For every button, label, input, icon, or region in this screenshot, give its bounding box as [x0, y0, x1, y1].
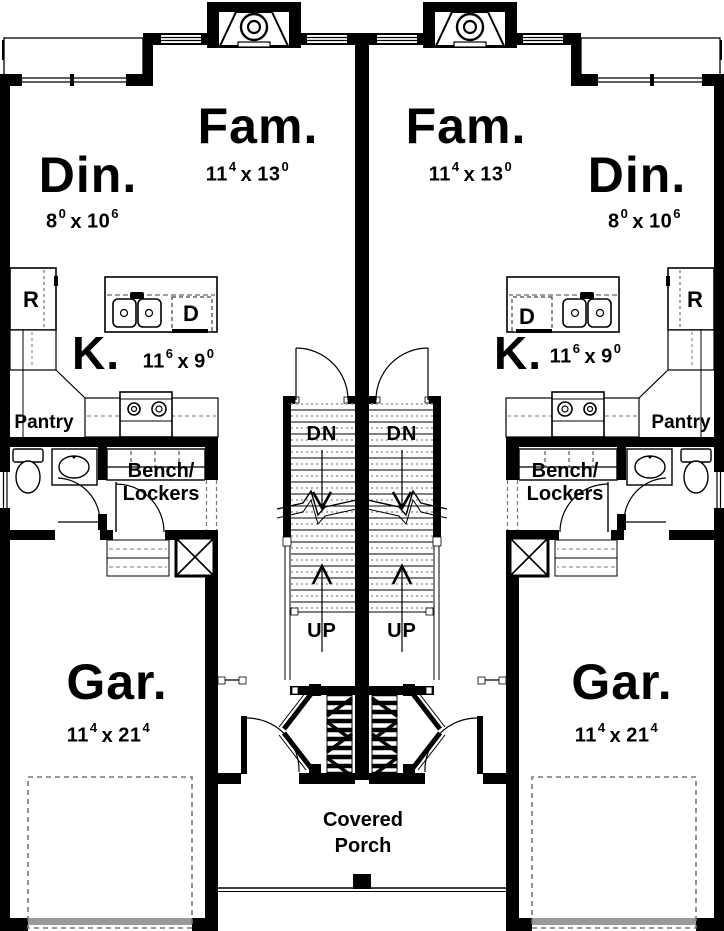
- room-label-family-right: Fam.: [405, 98, 527, 154]
- stair-dn-label-right: DN: [386, 423, 418, 445]
- room-label-dining-right: Din.: [587, 147, 687, 203]
- refrigerator-label-right: R: [687, 287, 703, 312]
- stair-up-label-right: UP: [387, 620, 417, 642]
- stair-dn-label-left: DN: [306, 423, 338, 445]
- stair-up-label-left: UP: [307, 620, 337, 642]
- room-label-garage-left: Gar.: [66, 654, 168, 710]
- room-label-family-left: Fam.: [197, 98, 319, 154]
- pantry-label-left: Pantry: [14, 412, 74, 433]
- porch-post: [353, 874, 371, 889]
- dishwasher-label-right: D: [519, 304, 535, 329]
- pantry-label-right: Pantry: [651, 412, 711, 433]
- dishwasher-label-left: D: [183, 301, 199, 326]
- bench-lockers-label-right: Bench/Lockers: [526, 460, 604, 505]
- bench-lockers-label-left: Bench/Lockers: [122, 460, 200, 505]
- room-label-dining-left: Din.: [38, 147, 138, 203]
- room-label-kitchen-right: K.: [494, 327, 542, 379]
- room-label-garage-right: Gar.: [571, 654, 673, 710]
- room-label-kitchen-left: K.: [72, 327, 120, 379]
- party-wall: [355, 33, 369, 780]
- refrigerator-label-left: R: [23, 287, 39, 312]
